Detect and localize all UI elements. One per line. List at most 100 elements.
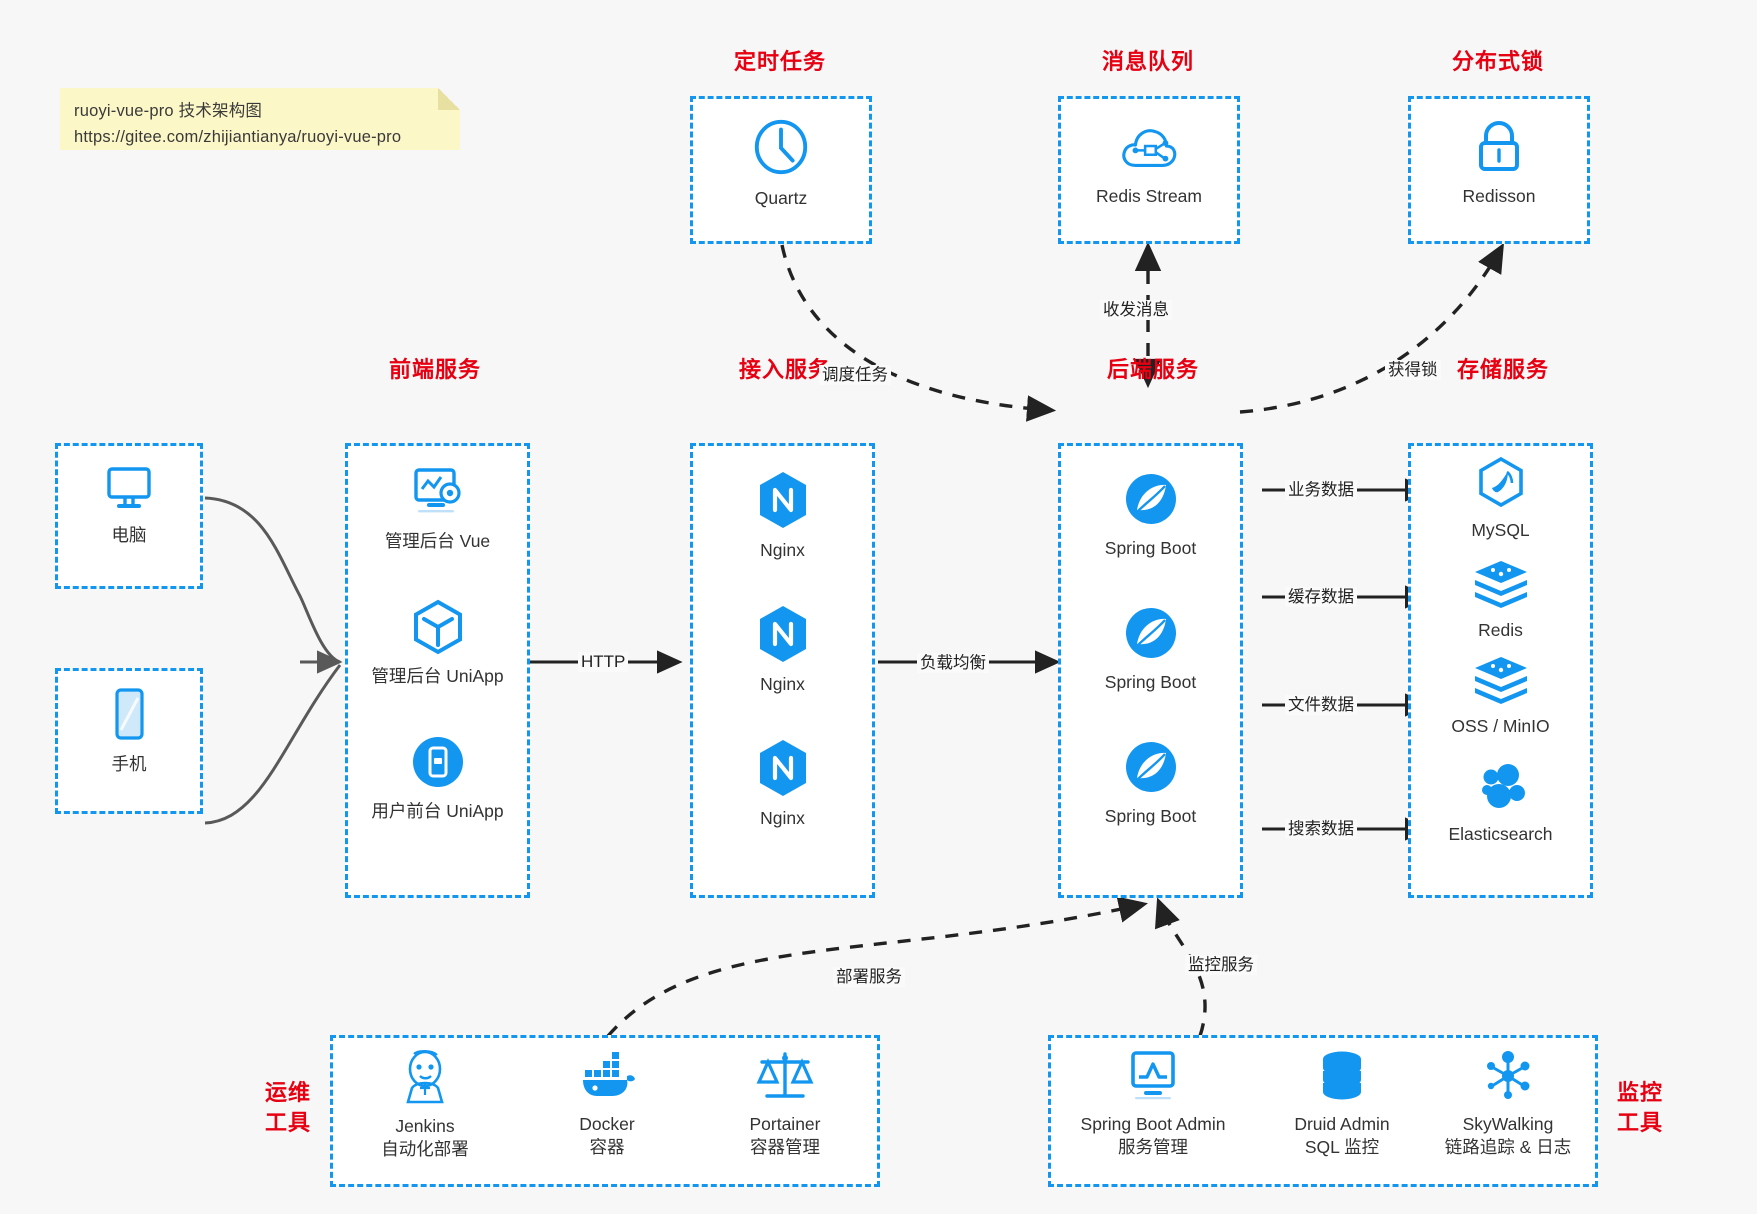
spring-boot-leaf-icon bbox=[1122, 470, 1180, 533]
node-quartz[interactable]: Quartz bbox=[690, 116, 872, 210]
section-title-scheduled-task: 定时任务 bbox=[733, 49, 826, 74]
edge-label-deploy-service: 部署服务 bbox=[833, 967, 905, 987]
node-label: Docker bbox=[579, 1114, 635, 1134]
edge-label-business-data: 业务数据 bbox=[1285, 480, 1357, 500]
edge-label-load-balance: 负载均衡 bbox=[917, 653, 989, 673]
elasticsearch-icon bbox=[1473, 760, 1529, 819]
node-label: Portainer bbox=[749, 1114, 821, 1134]
node-label: Spring Boot Admin bbox=[1080, 1114, 1226, 1134]
spring-boot-leaf-icon bbox=[1122, 738, 1180, 801]
section-title-frontend-service: 前端服务 bbox=[388, 357, 481, 382]
edge-label-file-data: 文件数据 bbox=[1285, 695, 1357, 715]
node-nginx-2[interactable]: Nginx bbox=[690, 604, 875, 696]
node-admin-uniapp[interactable]: 管理后台 UniApp bbox=[345, 598, 530, 688]
node-label: Redis Stream bbox=[1095, 186, 1202, 206]
mysql-dolphin-icon bbox=[1474, 456, 1528, 515]
node-label: SkyWalking bbox=[1462, 1114, 1554, 1134]
section-title-distributed-lock: 分布式锁 bbox=[1451, 49, 1544, 74]
note-url: https://gitee.com/zhijiantianya/ruoyi-vu… bbox=[74, 128, 402, 146]
docker-whale-icon bbox=[577, 1048, 637, 1109]
edge-label-cache-data: 缓存数据 bbox=[1285, 587, 1357, 607]
node-redisson[interactable]: Redisson bbox=[1408, 118, 1590, 208]
node-admin-vue[interactable]: 管理后台 Vue bbox=[345, 465, 530, 553]
node-sublabel: SQL 监控 bbox=[1304, 1137, 1380, 1157]
node-label: Jenkins bbox=[395, 1116, 455, 1136]
desktop-computer-icon bbox=[100, 463, 158, 520]
nginx-icon bbox=[756, 738, 810, 803]
monitor-tools-label-line1: 监控 bbox=[1616, 1080, 1663, 1105]
node-phone[interactable]: 手机 bbox=[55, 686, 203, 776]
redis-stack-icon bbox=[1471, 558, 1531, 615]
node-spring-boot-3[interactable]: Spring Boot bbox=[1058, 738, 1243, 828]
lock-icon bbox=[1471, 118, 1527, 181]
node-druid-admin[interactable]: Druid Admin SQL 监控 bbox=[1262, 1048, 1422, 1159]
node-label: OSS / MinIO bbox=[1451, 716, 1550, 736]
monitor-tools-label-line2: 工具 bbox=[1616, 1110, 1663, 1135]
node-jenkins[interactable]: Jenkins 自动化部署 bbox=[345, 1048, 505, 1161]
node-label: Nginx bbox=[760, 808, 805, 828]
node-oss-minio[interactable]: OSS / MinIO bbox=[1408, 654, 1593, 738]
note-fold-corner bbox=[438, 88, 460, 110]
section-title-monitor-tools: 监控 工具 bbox=[1610, 1078, 1670, 1138]
section-title-gateway-service: 接入服务 bbox=[738, 357, 831, 382]
ops-tools-label-line1: 运维 bbox=[264, 1080, 311, 1105]
node-label: Redis bbox=[1478, 620, 1523, 640]
node-sublabel: 服务管理 bbox=[1118, 1137, 1188, 1157]
monitor-chart-icon bbox=[1124, 1048, 1182, 1109]
node-elasticsearch[interactable]: Elasticsearch bbox=[1408, 760, 1593, 846]
node-label: 管理后台 UniApp bbox=[371, 666, 504, 686]
node-label: 管理后台 Vue bbox=[384, 531, 491, 551]
node-sublabel: 容器管理 bbox=[750, 1137, 820, 1157]
node-redis-stream[interactable]: Redis Stream bbox=[1058, 118, 1240, 208]
node-spring-boot-2[interactable]: Spring Boot bbox=[1058, 604, 1243, 694]
node-computer[interactable]: 电脑 bbox=[55, 463, 203, 547]
node-label: Spring Boot bbox=[1104, 806, 1197, 826]
hexagon-cube-icon bbox=[409, 598, 467, 661]
node-user-uniapp[interactable]: 用户前台 UniApp bbox=[345, 733, 530, 823]
node-label: 电脑 bbox=[111, 525, 147, 545]
scales-balance-icon bbox=[754, 1048, 816, 1109]
skywalking-node-icon bbox=[1480, 1048, 1536, 1109]
spring-boot-leaf-icon bbox=[1122, 604, 1180, 667]
cloud-stream-icon bbox=[1118, 118, 1180, 181]
node-spring-boot-admin[interactable]: Spring Boot Admin 服务管理 bbox=[1058, 1048, 1248, 1159]
node-label: Quartz bbox=[754, 188, 808, 208]
node-sublabel: 链路追踪 & 日志 bbox=[1444, 1137, 1572, 1157]
group-box-frontend-service bbox=[345, 443, 530, 898]
node-nginx-1[interactable]: Nginx bbox=[690, 470, 875, 562]
section-title-backend-service: 后端服务 bbox=[1106, 357, 1199, 382]
node-docker[interactable]: Docker 容器 bbox=[527, 1048, 687, 1159]
node-label: Redisson bbox=[1462, 186, 1536, 206]
node-label: Nginx bbox=[760, 674, 805, 694]
nginx-icon bbox=[756, 604, 810, 669]
node-mysql[interactable]: MySQL bbox=[1408, 456, 1593, 542]
node-label: Spring Boot bbox=[1104, 672, 1197, 692]
jenkins-butler-icon bbox=[398, 1048, 452, 1111]
node-spring-boot-1[interactable]: Spring Boot bbox=[1058, 470, 1243, 560]
mobile-phone-icon bbox=[108, 686, 150, 749]
node-label: Elasticsearch bbox=[1448, 824, 1553, 844]
node-label: 手机 bbox=[111, 754, 147, 774]
node-label: MySQL bbox=[1471, 520, 1530, 540]
group-box-gateway-service bbox=[690, 443, 875, 898]
node-redis[interactable]: Redis bbox=[1408, 558, 1593, 642]
node-label: Spring Boot bbox=[1104, 538, 1197, 558]
diagram-note: ruoyi-vue-pro 技术架构图 https://gitee.com/zh… bbox=[60, 88, 460, 150]
edge-label-send-receive-message: 收发消息 bbox=[1100, 300, 1172, 320]
mobile-app-icon bbox=[409, 733, 467, 796]
dashboard-gear-icon bbox=[408, 465, 468, 526]
node-portainer[interactable]: Portainer 容器管理 bbox=[705, 1048, 865, 1159]
section-title-ops-tools: 运维 工具 bbox=[258, 1078, 318, 1138]
redis-stack-icon bbox=[1471, 654, 1531, 711]
edge-label-http: HTTP bbox=[578, 652, 629, 672]
node-label: Nginx bbox=[760, 540, 805, 560]
node-nginx-3[interactable]: Nginx bbox=[690, 738, 875, 830]
node-skywalking[interactable]: SkyWalking 链路追踪 & 日志 bbox=[1428, 1048, 1588, 1159]
node-label: Druid Admin bbox=[1294, 1114, 1390, 1134]
group-box-message-queue bbox=[1058, 96, 1240, 244]
node-label: 用户前台 UniApp bbox=[371, 801, 504, 821]
edge-label-schedule-task: 调度任务 bbox=[819, 365, 891, 385]
edge-label-search-data: 搜索数据 bbox=[1285, 819, 1357, 839]
section-title-message-queue: 消息队列 bbox=[1101, 49, 1194, 74]
